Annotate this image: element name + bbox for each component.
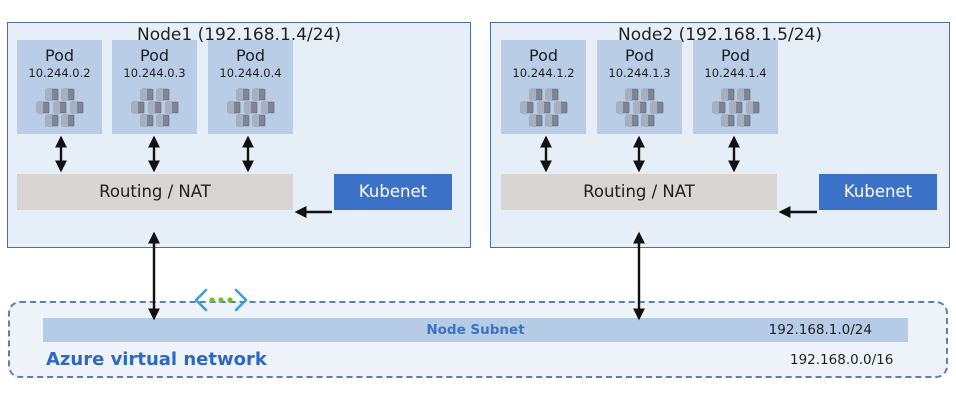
- node2-pod-2: Pod 10.244.1.3: [597, 40, 682, 134]
- node1-kubenet: Kubenet: [334, 174, 452, 210]
- vnet-cidr: 192.168.0.0/16: [790, 352, 894, 368]
- pod-ip: 10.244.0.4: [219, 66, 282, 80]
- node1-pod-1: Pod 10.244.0.2: [17, 40, 102, 134]
- pod-ip: 10.244.1.3: [608, 66, 671, 80]
- node-subnet-label: Node Subnet: [426, 322, 525, 338]
- node2-routing-nat: Routing / NAT: [501, 174, 777, 210]
- node2-pod-1: Pod 10.244.1.2: [501, 40, 586, 134]
- node1-routing-nat: Routing / NAT: [17, 174, 293, 210]
- node2-pod-3: Pod 10.244.1.4: [693, 40, 778, 134]
- vnet-label: Azure virtual network: [46, 349, 267, 370]
- pod-ip: 10.244.0.2: [28, 66, 91, 80]
- pod-ip: 10.244.0.3: [123, 66, 186, 80]
- node-subnet-cidr: 192.168.1.0/24: [768, 322, 872, 338]
- pod-label: Pod: [624, 46, 655, 65]
- node-subnet-bar: Node Subnet 192.168.1.0/24: [43, 318, 908, 342]
- pod-label: Pod: [720, 46, 751, 65]
- pod-label: Pod: [235, 46, 266, 65]
- pod-label: Pod: [139, 46, 170, 65]
- node1-pod-2: Pod 10.244.0.3: [112, 40, 197, 134]
- node2-kubenet: Kubenet: [819, 174, 937, 210]
- pod-label: Pod: [528, 46, 559, 65]
- node1-pod-3: Pod 10.244.0.4: [208, 40, 293, 134]
- pod-label: Pod: [44, 46, 75, 65]
- pod-ip: 10.244.1.4: [704, 66, 767, 80]
- virtual-network-icon: [194, 288, 248, 312]
- pod-ip: 10.244.1.2: [512, 66, 575, 80]
